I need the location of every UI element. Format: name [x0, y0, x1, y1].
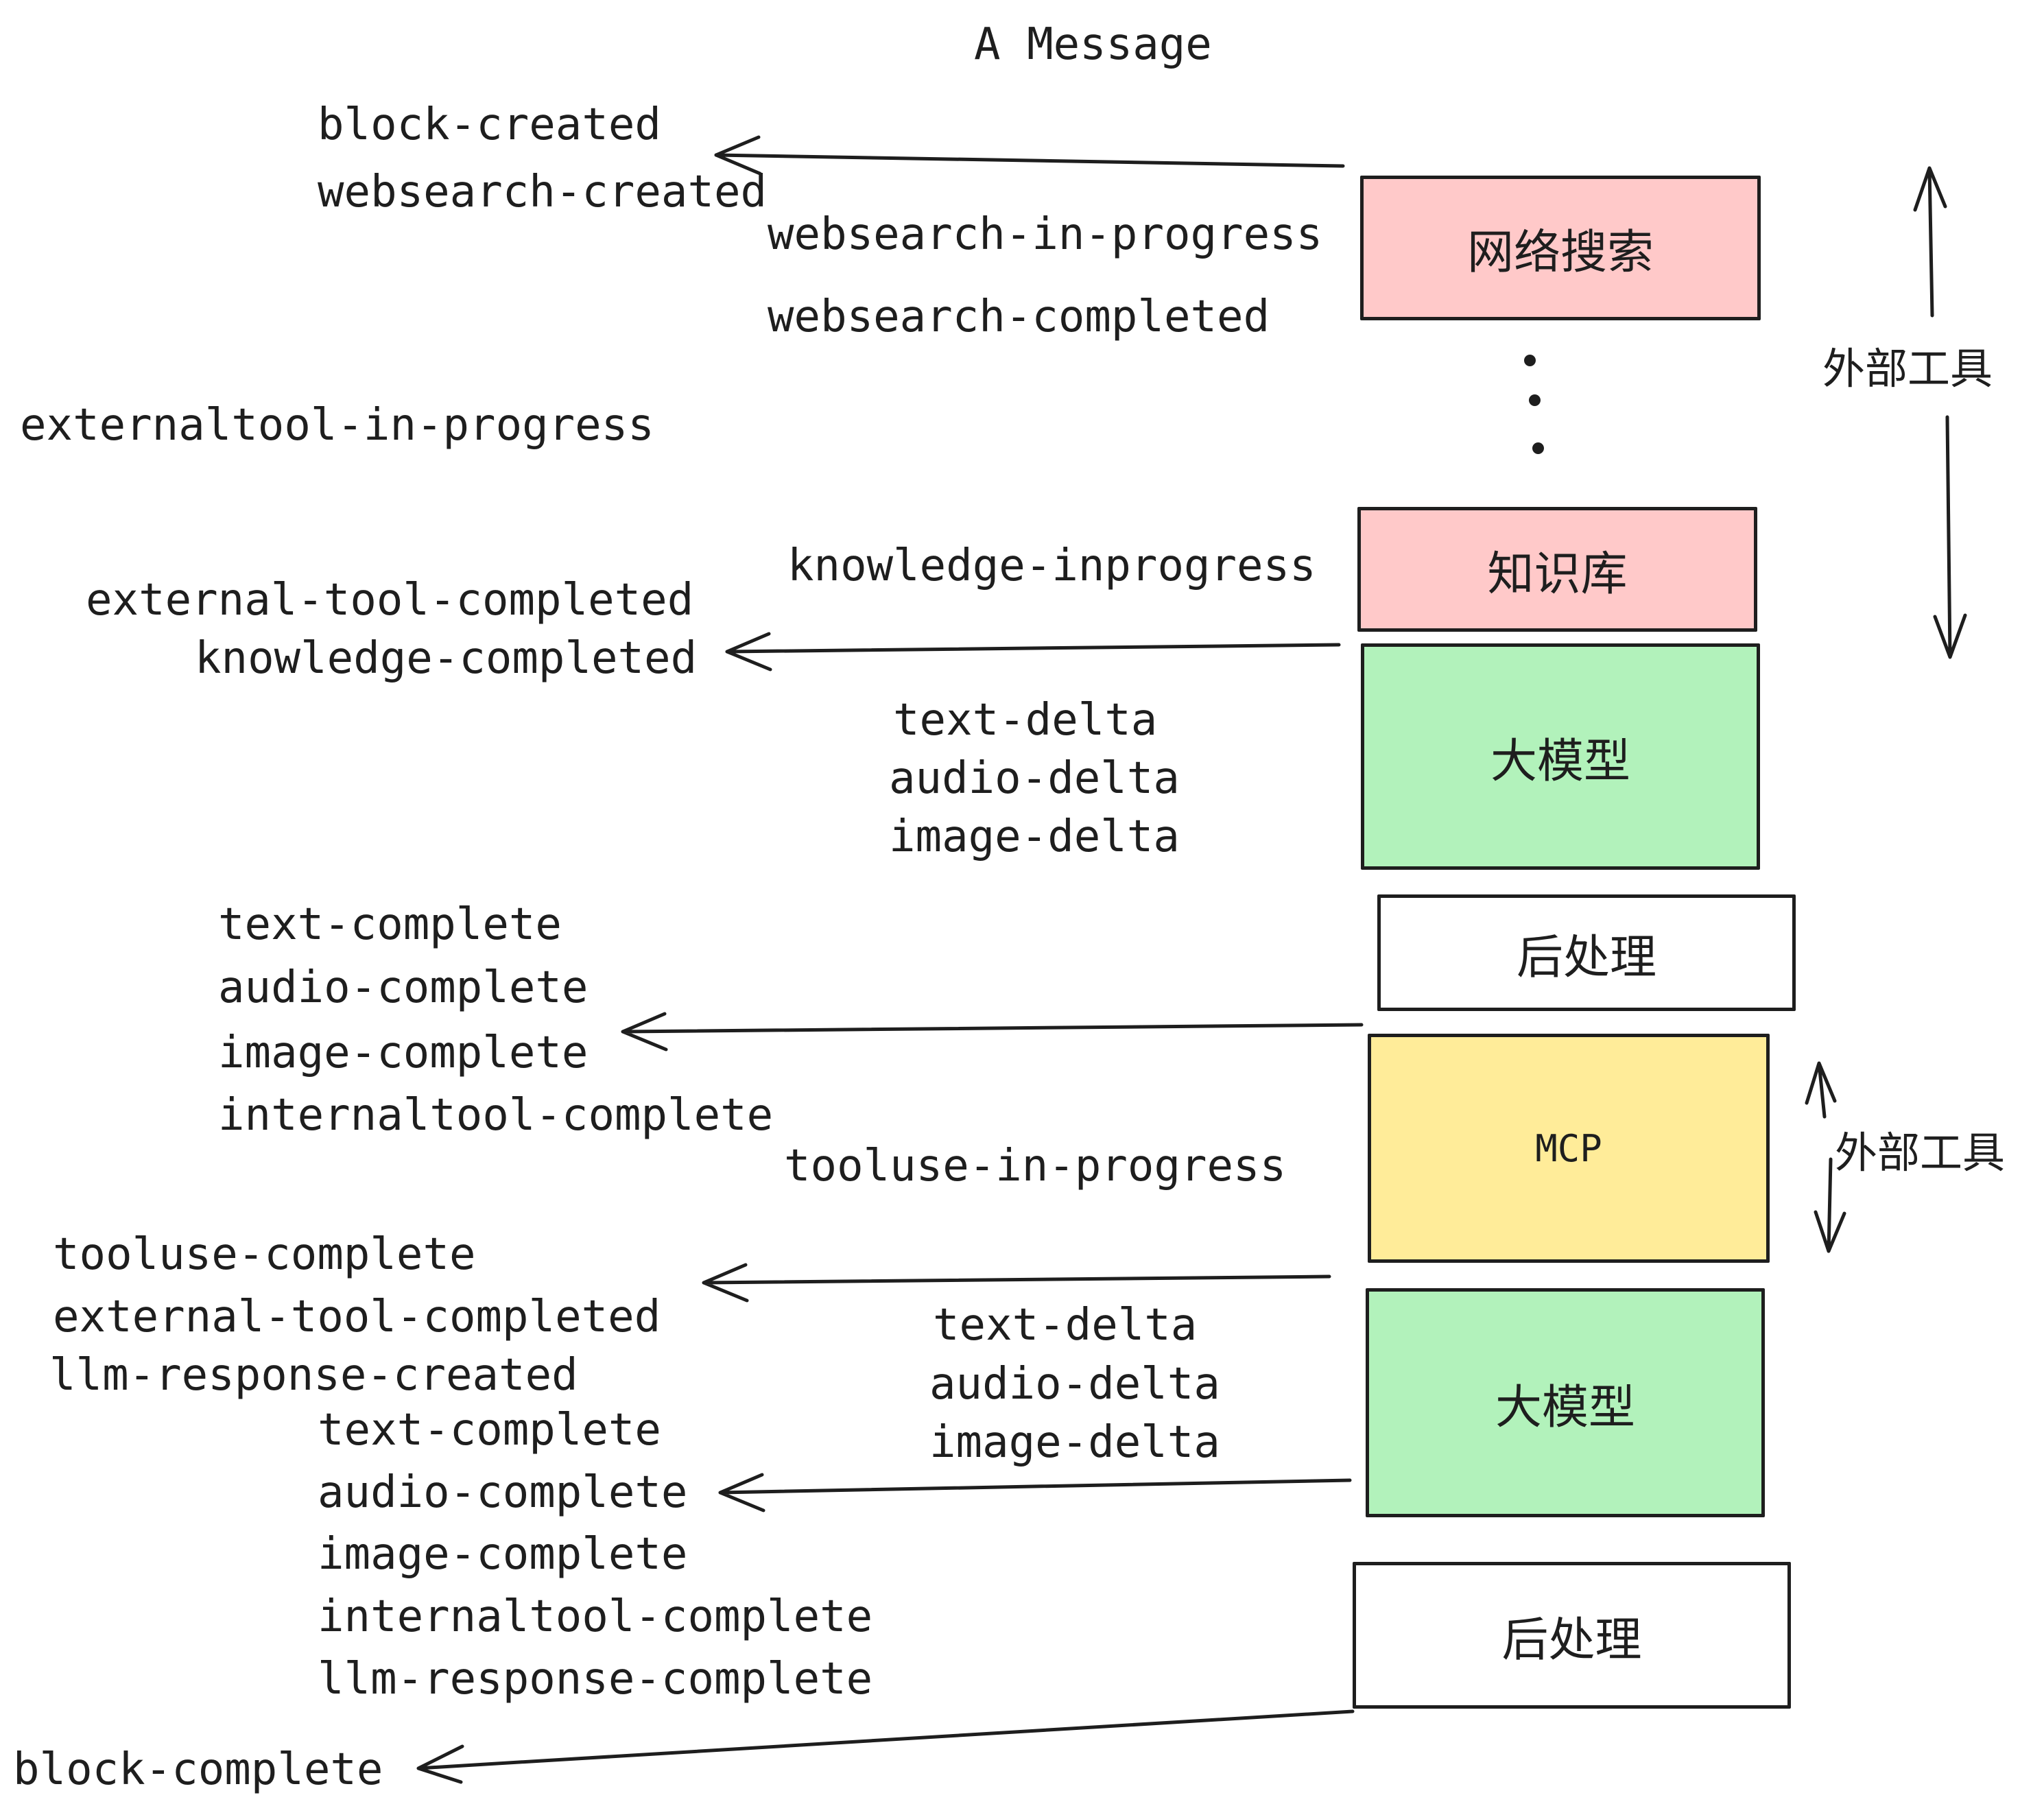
event-label-knowledge-completed: knowledge-completed	[195, 633, 698, 684]
node-postprocess-top: 后处理	[1377, 894, 1796, 1011]
event-label-audio-delta-bottom: audio-delta	[929, 1359, 1220, 1410]
event-label-llm-response-created: llm-response-created	[49, 1350, 578, 1401]
event-label-internaltool-complete-bottom: internaltool-complete	[318, 1591, 873, 1642]
event-label-block-created: block-created	[318, 99, 661, 150]
node-postprocess-bottom-label: 后处理	[1501, 1613, 1642, 1667]
event-label-tooluse-complete: tooluse-complete	[53, 1229, 476, 1280]
event-label-text-complete-bottom: text-complete	[318, 1405, 661, 1456]
event-label-external-tool-completed-top: external-tool-completed	[86, 575, 694, 626]
event-label-audio-delta-top: audio-delta	[889, 753, 1180, 804]
node-mcp: MCP	[1368, 1034, 1770, 1263]
event-label-llm-response-complete: llm-response-complete	[318, 1654, 873, 1705]
event-label-text-delta-top: text-delta	[893, 695, 1158, 746]
node-knowledge: 知识库	[1357, 507, 1757, 632]
arrow-to-block-created	[714, 135, 1345, 176]
event-label-text-complete-top: text-complete	[218, 899, 562, 950]
arrow-to-knowledge-completed	[725, 632, 1341, 672]
arrow-to-audio-complete-bottom	[718, 1473, 1352, 1512]
event-label-knowledge-inprogress: knowledge-inprogress	[787, 541, 1316, 591]
event-label-audio-complete-top: audio-complete	[218, 962, 589, 1013]
node-postprocess-top-label: 后处理	[1516, 930, 1656, 985]
external-tools-bottom-label: 外部工具	[1835, 1128, 2006, 1178]
event-label-internaltool-complete-top: internaltool-complete	[218, 1090, 774, 1141]
node-llm-top-label: 大模型	[1490, 734, 1630, 789]
arrow-to-external-tool-completed-bottom	[702, 1263, 1331, 1303]
event-label-image-delta-top: image-delta	[889, 811, 1180, 862]
event-label-image-complete-top: image-complete	[218, 1028, 589, 1078]
event-label-text-delta-bottom: text-delta	[933, 1300, 1198, 1351]
node-llm-bottom: 大模型	[1366, 1288, 1765, 1517]
ellipsis-dot-3	[1532, 442, 1544, 454]
node-websearch-label: 网络搜索	[1466, 226, 1654, 280]
event-label-websearch-completed: websearch-completed	[768, 292, 1270, 342]
event-label-externaltool-in-progress: externaltool-in-progress	[20, 400, 654, 451]
external-tools-top-double-arrow	[1913, 166, 1967, 659]
node-mcp-label: MCP	[1535, 1126, 1602, 1170]
event-label-block-complete: block-complete	[13, 1744, 383, 1795]
node-postprocess-bottom: 后处理	[1353, 1562, 1791, 1709]
ellipsis-dot-1	[1524, 355, 1536, 366]
node-websearch: 网络搜索	[1360, 176, 1761, 320]
event-label-websearch-created: websearch-created	[318, 167, 768, 217]
node-knowledge-label: 知识库	[1487, 547, 1628, 602]
external-tools-top-label: 外部工具	[1822, 344, 1993, 394]
external-tools-bottom-double-arrow	[1805, 1061, 1846, 1253]
event-label-websearch-in-progress: websearch-in-progress	[768, 209, 1323, 260]
arrow-to-image-complete-top	[621, 1012, 1364, 1052]
event-label-audio-complete-bottom: audio-complete	[318, 1467, 688, 1518]
event-label-image-complete-bottom: image-complete	[318, 1529, 688, 1580]
event-label-image-delta-bottom: image-delta	[929, 1417, 1220, 1468]
node-llm-top: 大模型	[1361, 643, 1760, 870]
diagram-title: A Message	[974, 19, 1212, 70]
event-label-tooluse-in-progress: tooluse-in-progress	[784, 1141, 1287, 1191]
event-label-external-tool-completed-bottom: external-tool-completed	[53, 1292, 661, 1342]
node-llm-bottom-label: 大模型	[1495, 1380, 1635, 1435]
arrow-to-block-complete	[416, 1709, 1355, 1784]
ellipsis-dot-2	[1529, 394, 1541, 406]
